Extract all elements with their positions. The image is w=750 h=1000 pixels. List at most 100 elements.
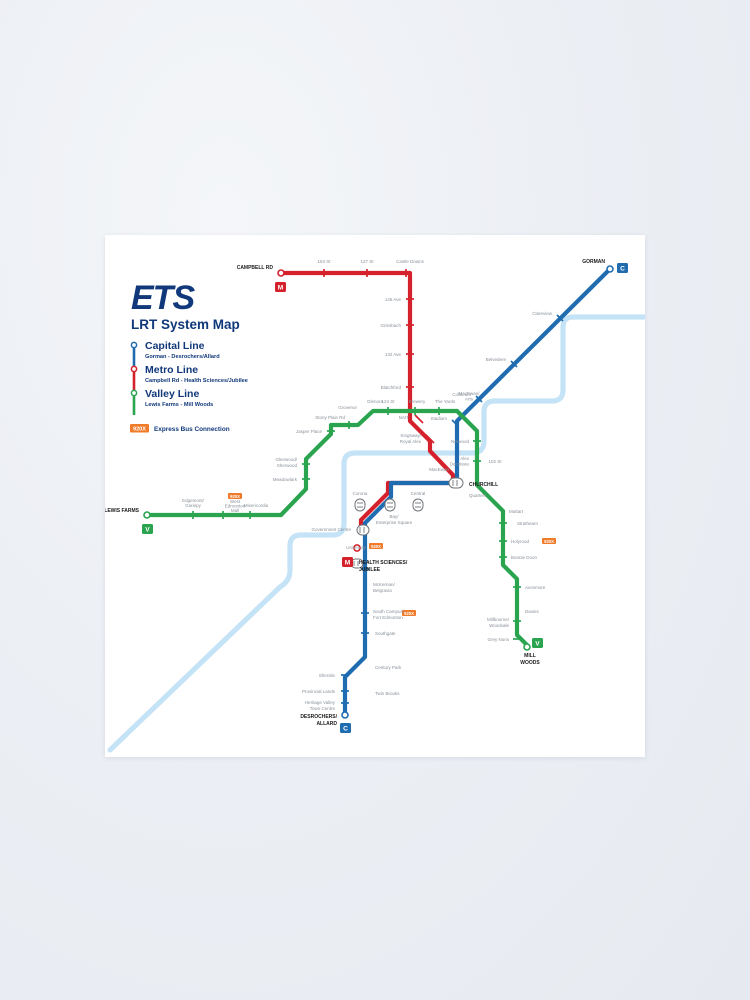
label-mall: Mall bbox=[231, 508, 239, 513]
label-ellerslie: Ellerslie bbox=[319, 673, 335, 678]
label-decoteau: Decoteau bbox=[450, 462, 470, 467]
valley-badge-letter-east: V bbox=[535, 641, 540, 648]
label-norwood: Norwood bbox=[451, 439, 470, 444]
label-bay: Bay/ bbox=[389, 514, 399, 519]
label-government-centre: Government Centre bbox=[311, 527, 351, 532]
label-mckernan: McKernan/ bbox=[373, 582, 396, 587]
label-griesbach: Griesbach bbox=[380, 323, 401, 328]
label-west: West bbox=[230, 499, 241, 504]
label-university: University bbox=[346, 545, 367, 550]
label-provincial-lands: Provincial Lands bbox=[302, 689, 336, 694]
label-woodvale: Woodvale bbox=[489, 623, 509, 628]
bus-badge-wem: 920X bbox=[228, 493, 242, 499]
label-muttart: Muttart bbox=[509, 509, 524, 514]
legend-item-capital[interactable]: Capital Line Gorman - Desrochers/Allard bbox=[130, 340, 220, 369]
label-heritage-valley: Heritage Valley bbox=[305, 700, 336, 705]
label-macewan-arts: MacEwan/ bbox=[458, 391, 480, 396]
capital-badge-letter: C bbox=[620, 266, 625, 273]
legend-bus-label: Express Bus Connection bbox=[154, 426, 230, 433]
label-southgate: Southgate bbox=[375, 631, 396, 636]
label-century-park: Century Park bbox=[375, 665, 402, 670]
page-title: LRT System Map bbox=[131, 317, 240, 332]
label-town-centre: Town Centre bbox=[310, 706, 336, 711]
label-fort-edmonton: Fort Edmonton bbox=[373, 615, 403, 620]
label-twin-brooks: Twin Brooks bbox=[375, 691, 400, 696]
label-castle-downs: Castle Downs bbox=[396, 259, 425, 264]
label-davies: Davies bbox=[525, 609, 540, 614]
ets-logo: ETS bbox=[131, 279, 195, 317]
bus-badge-text-bonniedoon: 920X bbox=[544, 539, 554, 544]
label-arts: Arts bbox=[465, 396, 474, 401]
legend: Capital Line Gorman - Desrochers/Allard … bbox=[130, 340, 248, 433]
metro-badge-campbell: M bbox=[275, 282, 286, 292]
legend-item-bus[interactable]: 920X Express Bus Connection bbox=[130, 424, 230, 433]
legend-valley-name: Valley Line bbox=[145, 388, 199, 400]
label-jasper-place: Jasper Place bbox=[296, 429, 323, 434]
label-millbourne: Millbourne/ bbox=[487, 617, 510, 622]
legend-item-valley[interactable]: Valley Line Lewis Farms - Mill Woods bbox=[130, 388, 213, 415]
label-south-campus: South Campus/ bbox=[373, 609, 405, 614]
legend-valley-subtitle: Lewis Farms - Mill Woods bbox=[145, 402, 213, 408]
valley-badge-millwoods: V bbox=[532, 638, 543, 648]
valley-badge-letter: V bbox=[145, 527, 150, 534]
label-churchill: CHURCHILL bbox=[469, 482, 498, 488]
metro-badge-letter-south: M bbox=[345, 560, 351, 567]
valley-station-ticks bbox=[192, 407, 521, 640]
label-macewan: MacEwan bbox=[429, 467, 449, 472]
label-jubilee: JUBILEE bbox=[359, 567, 381, 573]
map-header: ETS LRT System Map bbox=[131, 279, 240, 332]
bus-badge-bonniedoon: 920X bbox=[542, 538, 556, 544]
capital-badge-desrochers: C bbox=[340, 723, 351, 733]
label-grey-nuns: Grey Nuns bbox=[487, 637, 509, 642]
label-nait: NAIT bbox=[399, 415, 410, 420]
label-strathearn: Strathearn bbox=[517, 521, 539, 526]
label-124-st: 124 St bbox=[381, 399, 395, 404]
legend-metro-subtitle: Campbell Rd - Health Sciences/Jubilee bbox=[145, 378, 248, 384]
label-woods: WOODS bbox=[520, 660, 540, 666]
label-meadowlark: Meadowlark bbox=[273, 477, 298, 482]
terminus-markers bbox=[143, 265, 614, 719]
legend-capital-name: Capital Line bbox=[145, 340, 205, 352]
label-kingsway: Kingsway/ bbox=[400, 433, 421, 438]
label-127-st: 127 St bbox=[360, 259, 374, 264]
bus-badge-text-university: 920X bbox=[371, 544, 381, 549]
express-bus-badges[interactable]: 920X 920X 920X 920X bbox=[228, 493, 556, 616]
bus-badge-text-wem: 920X bbox=[230, 494, 240, 499]
label-brewery: Brewery bbox=[409, 399, 426, 404]
bus-badge-university: 920X bbox=[369, 543, 383, 549]
label-belgravia: Belgravia bbox=[373, 588, 392, 593]
legend-metro-name: Metro Line bbox=[145, 364, 198, 376]
label-avonmore: Avonmore bbox=[525, 585, 546, 590]
label-grovenor: Grovenor bbox=[338, 405, 357, 410]
label-mill: MILL bbox=[524, 653, 536, 659]
label-health-sciences: HEALTH SCIENCES/ bbox=[359, 560, 408, 566]
legend-bus-badge: 920X bbox=[133, 427, 146, 433]
label-holyrood: Holyrood bbox=[511, 539, 530, 544]
label-alex: Alex bbox=[460, 456, 470, 461]
label-glenwood: Glenwood/ bbox=[275, 457, 297, 462]
label-edgemont: Edgemont/ bbox=[182, 498, 205, 503]
capital-station-labels: GORMAN Clareview Belvedere Coliseum Stad… bbox=[300, 259, 605, 727]
label-bonnie-doon: Bonnie Doon bbox=[511, 555, 538, 560]
label-campbell-rd: CAMPBELL RD bbox=[237, 265, 274, 271]
label-glenora: Glenora bbox=[367, 399, 384, 404]
label-blatchford: Blatchford bbox=[381, 385, 402, 390]
label-coliseum: Coliseum bbox=[452, 392, 471, 397]
metro-station-ticks bbox=[323, 269, 435, 444]
metro-station-labels: CAMPBELL RD 153 St 127 St Castle Downs 1… bbox=[237, 259, 450, 472]
lrt-system-map[interactable]: .ln{fill:none;stroke-linecap:round;strok… bbox=[105, 235, 645, 757]
label-the-yards: The Yards bbox=[435, 399, 456, 404]
label-stony-plain-rd: Stony Plain Rd bbox=[315, 415, 345, 420]
label-enterprise-square: Enterprise Square bbox=[376, 520, 413, 525]
metro-badge-letter: M bbox=[278, 285, 284, 292]
legend-capital-subtitle: Gorman - Desrochers/Allard bbox=[145, 354, 220, 360]
label-desrochers: DESROCHERS/ bbox=[300, 714, 337, 720]
label-lewis-farms: LEWIS FARMS bbox=[105, 508, 140, 514]
legend-item-metro[interactable]: Metro Line Campbell Rd - Health Sciences… bbox=[130, 364, 248, 393]
line-badges[interactable]: M C V C V bbox=[142, 263, 628, 733]
interchange-markers bbox=[350, 477, 464, 569]
label-corona: Corona bbox=[353, 491, 368, 496]
metro-badge-healthsciences: M bbox=[342, 557, 353, 567]
label-145-ave: 145 Ave bbox=[385, 297, 402, 302]
